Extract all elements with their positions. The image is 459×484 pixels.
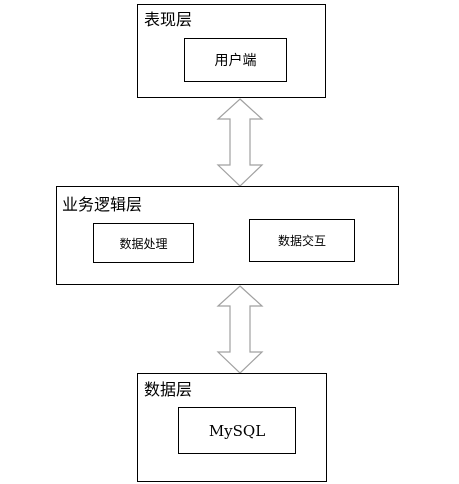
data-layer-box: 数据层 MySQL bbox=[137, 373, 327, 482]
presentation-business-double-arrow bbox=[216, 98, 264, 187]
data-layer-title: 数据层 bbox=[144, 380, 193, 399]
data-processing-box: 数据处理 bbox=[93, 223, 194, 263]
business-layer-title: 业务逻辑层 bbox=[62, 195, 143, 214]
client-box: 用户端 bbox=[184, 38, 287, 82]
presentation-layer-box: 表现层 用户端 bbox=[137, 4, 326, 98]
presentation-layer-title: 表现层 bbox=[144, 10, 193, 29]
business-layer-box: 业务逻辑层 数据处理 数据交互 bbox=[56, 186, 399, 285]
business-data-double-arrow bbox=[216, 285, 264, 374]
data-interaction-box: 数据交互 bbox=[249, 219, 355, 262]
mysql-box: MySQL bbox=[178, 407, 296, 454]
